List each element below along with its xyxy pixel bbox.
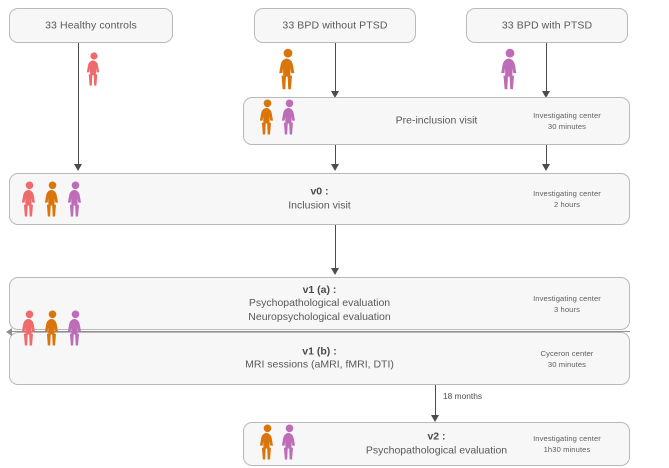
person-icon-bpd-with-ptsd <box>66 181 85 217</box>
visit-title-v2: Psychopathological evaluation <box>365 444 508 456</box>
visit-box-v0: v0 : Inclusion visit Investigating cente… <box>9 173 630 225</box>
person-icon-bpd-without-ptsd <box>43 181 62 217</box>
person-icon-bpd-with-ptsd <box>280 424 299 460</box>
pictogram-group-healthy-standalone <box>85 52 103 86</box>
visit-text-v0: v0 : Inclusion visit <box>10 186 629 213</box>
visit-center-v1b: Cyceron center <box>540 348 594 358</box>
connector-v1b-to-v2 <box>435 385 437 416</box>
visit-box-v1b: v1 (b) : MRI sessions (aMRI, fMRI, DTI) … <box>9 332 630 385</box>
visit-center-pre-inclusion: Investigating center <box>533 111 601 120</box>
connector-v1a-v1b-bracket <box>12 331 630 333</box>
visit-text-pre-inclusion: Pre-inclusion visit <box>244 114 629 128</box>
person-icon-bpd-without-ptsd <box>258 99 277 135</box>
visit-duration-v1a: 3 hours <box>553 304 581 314</box>
visit-text-v1b: v1 (b) : MRI sessions (aMRI, fMRI, DTI) <box>10 345 629 372</box>
visit-meta-v2: Investigating center 1h30 minutes <box>519 433 615 455</box>
visit-subtitle-v1a: Neuropsychological evaluation <box>248 310 391 323</box>
arrowhead-bpd-with-ptsd-to-pre-inclusion <box>542 91 550 98</box>
connector-v0-to-v1a <box>335 225 337 269</box>
connector-pre-inclusion-to-v0-right <box>546 145 548 165</box>
visit-text-v1a: v1 (a) : Psychopathological evaluation N… <box>10 283 629 324</box>
visit-title-v0: Inclusion visit <box>288 199 351 211</box>
group-box-bpd-without-ptsd: 33 BPD without PTSD <box>254 8 416 43</box>
group-label-bpd-with-ptsd: 33 BPD with PTSD <box>501 19 593 31</box>
connector-pre-inclusion-to-v0-left <box>335 145 337 165</box>
visit-code-v1b: v1 (b) : <box>302 345 337 357</box>
visit-meta-v1a: Investigating center 3 hours <box>519 293 615 315</box>
arrowhead-healthy-to-v0 <box>74 164 82 171</box>
visit-duration-pre-inclusion: 30 minutes <box>547 122 587 131</box>
visit-code-v0: v0 : <box>310 185 329 198</box>
pictogram-row-v2 <box>258 424 299 460</box>
arrowhead-v1b-to-v2 <box>431 415 439 422</box>
person-icon-bpd-with-ptsd <box>66 310 85 346</box>
pictogram-group-bpd-without-ptsd-standalone <box>277 48 299 90</box>
connector-healthy-to-v0 <box>78 43 80 165</box>
person-icon-bpd-with-ptsd <box>499 48 521 90</box>
person-icon-healthy <box>85 52 103 86</box>
visit-center-v2: Investigating center <box>533 434 601 443</box>
visit-meta-v0: Investigating center 2 hours <box>519 188 615 210</box>
visit-code-v1a: v1 (a) : <box>302 283 337 296</box>
visit-title-pre-inclusion: Pre-inclusion visit <box>395 114 478 127</box>
connector-bpd-with-ptsd-to-pre-inclusion <box>546 43 548 92</box>
group-box-healthy-controls: 33 Healthy controls <box>9 8 173 43</box>
visit-duration-v2: 1h30 minutes <box>543 445 591 454</box>
person-icon-bpd-with-ptsd <box>280 99 299 135</box>
arrowhead-bpd-without-ptsd-to-pre-inclusion <box>331 91 339 98</box>
person-icon-bpd-without-ptsd <box>43 310 62 346</box>
person-icon-healthy <box>20 310 39 346</box>
group-label-healthy-controls: 33 Healthy controls <box>45 19 137 31</box>
person-icon-healthy <box>20 181 39 217</box>
arrowhead-v0-to-v1a <box>331 268 339 275</box>
visit-meta-v1b: Cyceron center 30 minutes <box>519 348 615 370</box>
visit-center-v1a: Investigating center <box>533 293 601 303</box>
pictogram-row-pre-inclusion <box>258 99 299 135</box>
group-box-bpd-with-ptsd: 33 BPD with PTSD <box>466 8 628 43</box>
visit-box-v2: v2 : Psychopathological evaluation Inves… <box>243 422 630 466</box>
pictogram-row-v0 <box>20 181 85 217</box>
pictogram-group-bpd-with-ptsd-standalone <box>499 48 521 90</box>
visit-box-v1a: v1 (a) : Psychopathological evaluation N… <box>9 277 630 330</box>
visit-center-v0: Investigating center <box>533 189 601 198</box>
visit-text-v2: v2 : Psychopathological evaluation <box>244 431 629 458</box>
edge-label-18-months: 18 months <box>443 391 483 401</box>
visit-title-v1b: MRI sessions (aMRI, fMRI, DTI) <box>245 358 394 371</box>
visit-meta-pre-inclusion: Investigating center 30 minutes <box>519 110 615 132</box>
visit-duration-v1b: 30 minutes <box>547 359 587 369</box>
group-label-bpd-without-ptsd: 33 BPD without PTSD <box>282 19 388 31</box>
visit-code-v2: v2 : <box>427 430 446 443</box>
visit-box-pre-inclusion: Pre-inclusion visit Investigating center… <box>243 97 630 145</box>
visit-duration-v0: 2 hours <box>553 200 581 209</box>
arrowhead-pre-inclusion-to-v0-left <box>331 164 339 171</box>
arrowhead-pre-inclusion-to-v0-right <box>542 164 550 171</box>
person-icon-bpd-without-ptsd <box>277 48 299 90</box>
person-icon-bpd-without-ptsd <box>258 424 277 460</box>
visit-title-v1a: Psychopathological evaluation <box>248 296 391 309</box>
arrowhead-v1a-v1b-bracket <box>6 328 12 336</box>
connector-bpd-without-ptsd-to-pre-inclusion <box>335 43 337 92</box>
pictogram-row-v1 <box>20 310 85 346</box>
